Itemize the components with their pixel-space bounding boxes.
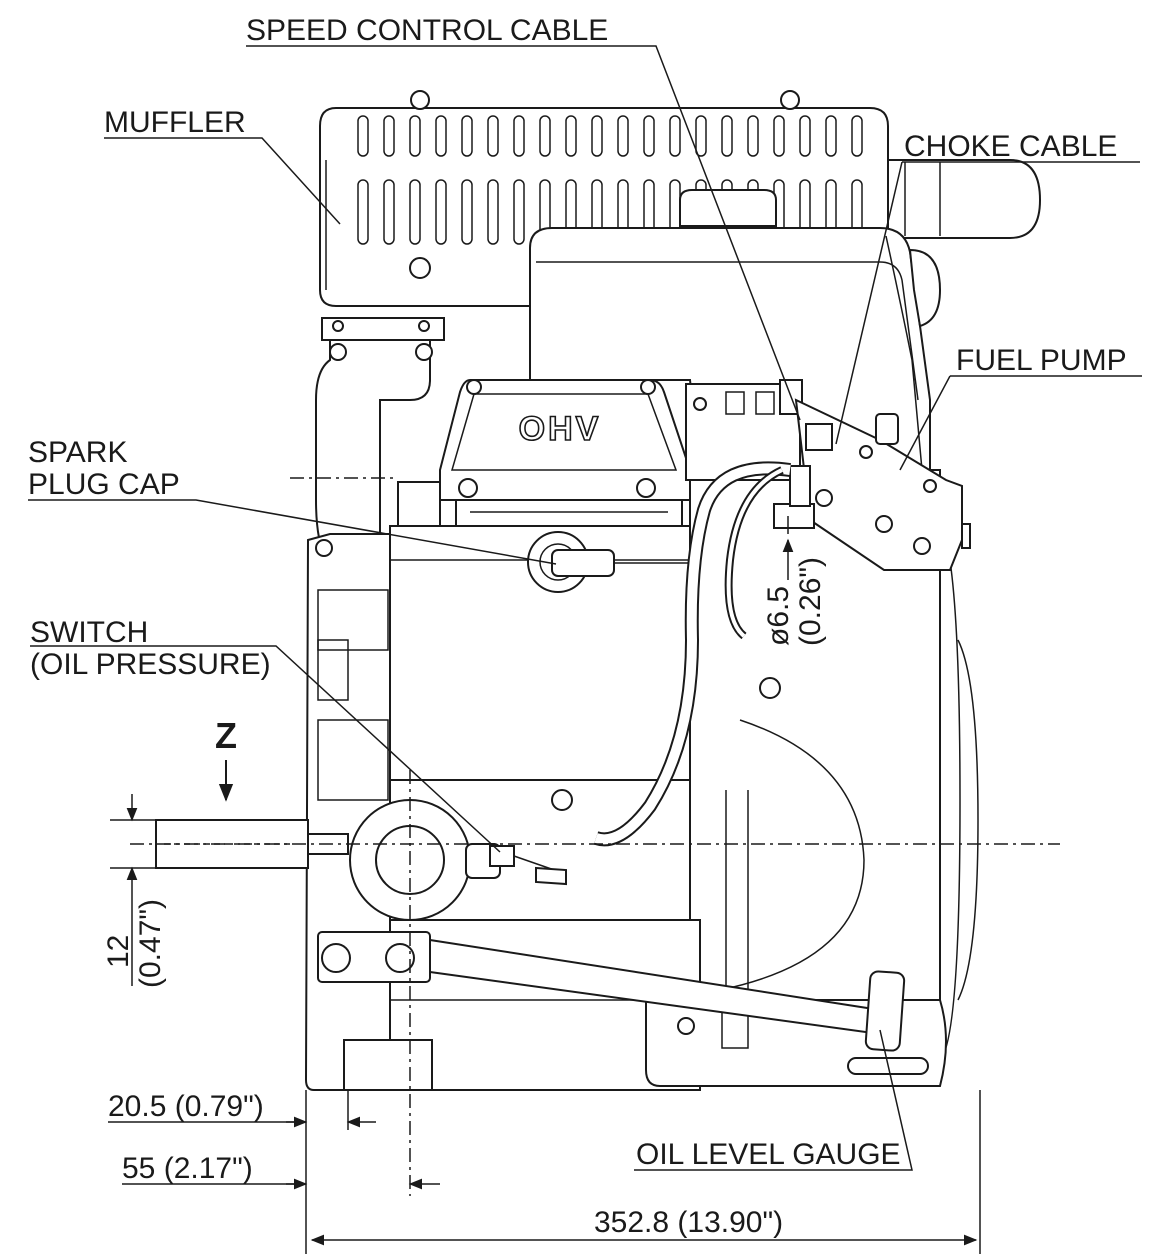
muffler-slot [591,115,603,157]
oil-level-gauge-label: OIL LEVEL GAUGE [636,1138,901,1171]
fuel-pump-drawing [685,379,971,571]
muffler-slot [799,115,811,157]
muffler-slot [643,115,655,157]
muffler-slot [851,115,863,157]
muffler-slot [357,179,369,245]
muffler-slot [435,179,447,245]
oil-switch-drawing [489,845,567,886]
muffler-slot [461,115,473,157]
dim-shaft-in-label: (0.47") [134,899,167,988]
dim-hose-mm-label: ø6.5 [762,586,795,646]
valve-cover-drawing: OHV [439,379,691,527]
muffler-slot [513,179,525,245]
muffler-slot [383,115,395,157]
muffler-slot [825,115,837,157]
oil-gauge-drawing [429,938,906,1052]
dim-shaft-mm-label: 12 [102,935,135,968]
muffler-slot [565,115,577,157]
center-lines [130,477,1060,1196]
cylinder-block-drawing [389,481,691,811]
muffler-slot [383,179,395,245]
muffler-slot [695,115,707,157]
muffler-slot [435,115,447,157]
muffler-slot [409,179,421,245]
leader-lines [28,45,1142,1171]
switch-label-2: (OIL PRESSURE) [30,648,271,681]
muffler-label: MUFFLER [104,106,246,139]
dim-55-label: 55 (2.17") [122,1152,253,1185]
fuel-pump-label: FUEL PUMP [956,344,1127,377]
crankcase-drawing [304,469,979,1091]
dim-hose-in-label: (0.26") [794,557,827,646]
muffler-slot [409,115,421,157]
speed-control-cable-label: SPEED CONTROL CABLE [246,14,608,47]
switch-label-1: SWITCH [30,616,148,649]
muffler-slot [461,179,473,245]
spark-plug-cap-label-2: PLUG CAP [28,468,180,501]
muffler-slot [513,115,525,157]
muffler-slot [669,115,681,157]
spark-plug-cap-label-1: SPARK [28,436,127,469]
dimension-lines [108,516,981,1254]
muffler-slot [617,115,629,157]
hoses-drawing [593,461,791,847]
muffler-slot [357,115,369,157]
dim-overall-label: 352.8 (13.90") [594,1206,783,1239]
choke-cable-label: CHOKE CABLE [904,130,1117,163]
muffler-slot [747,115,759,157]
dim-20-5-label: 20.5 (0.79") [108,1090,264,1123]
muffler-slot [773,115,785,157]
muffler-slot [539,115,551,157]
ohv-badge: OHV [519,410,602,448]
engine-upper-housing [529,227,942,471]
muffler-slot [721,115,733,157]
muffler-slot [487,179,499,245]
view-z-label: Z [215,715,237,756]
muffler-slot [487,115,499,157]
